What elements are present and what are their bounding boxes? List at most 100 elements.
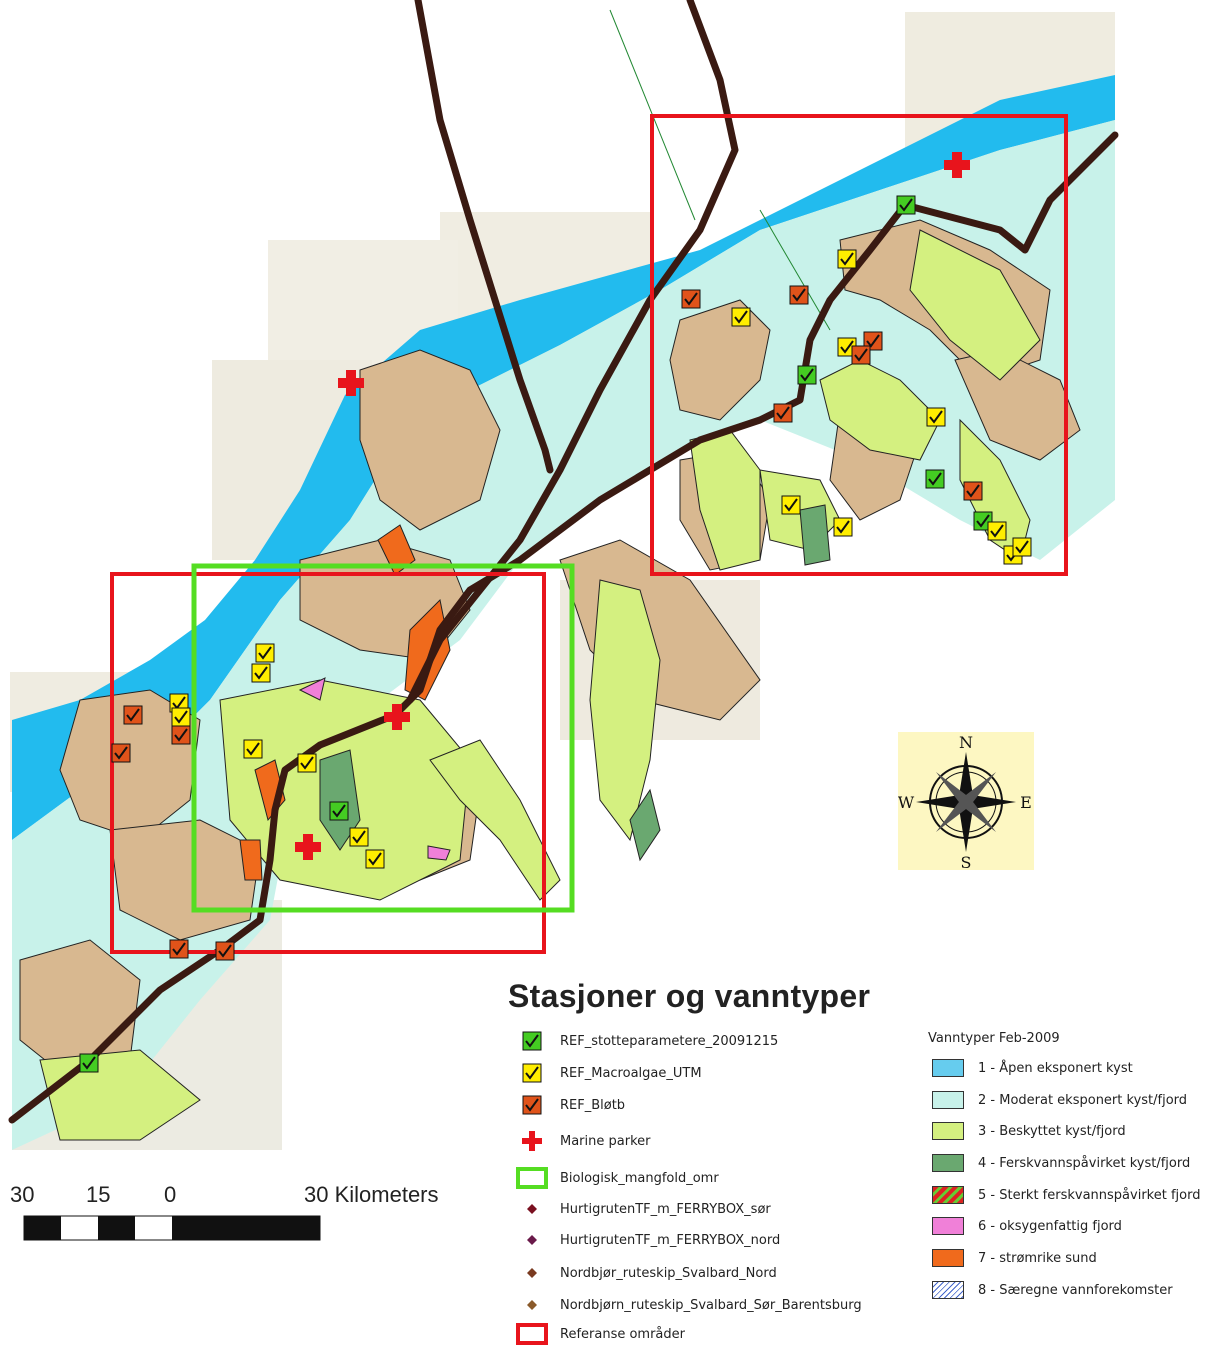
- yellow-check-icon: [365, 849, 385, 869]
- vanntype-label: 2 - Moderat eksponert kyst/fjord: [978, 1092, 1188, 1108]
- green-check-icon: [797, 365, 817, 385]
- legend-label: Nordbjørn_ruteskip_Svalbard_Sør_Barentsb…: [560, 1297, 862, 1313]
- yellow-check-icon: [297, 753, 317, 773]
- yellow-check-icon: [255, 643, 275, 663]
- red-cross-icon: [520, 1129, 544, 1153]
- legend-item: Referanse områder: [516, 1322, 685, 1346]
- green-station-markers: [79, 195, 993, 1073]
- yellow-check-icon: [349, 827, 369, 847]
- orange-check-icon: [851, 345, 871, 365]
- compass-rose: N S E W: [898, 732, 1034, 872]
- legend-item: Marine parker: [520, 1129, 650, 1153]
- reference-area-south: [110, 572, 546, 954]
- orange-check-icon: [215, 941, 235, 961]
- yellow-check-icon: [781, 495, 801, 515]
- legend-label: Biologisk_mangfold_omr: [560, 1170, 719, 1186]
- dark-red-diamond-icon: [520, 1197, 544, 1221]
- vanntype-swatch: [932, 1217, 964, 1235]
- reference-area-north: [650, 114, 1068, 576]
- vanntype-swatch: [932, 1091, 964, 1109]
- scale-bar: [23, 1215, 321, 1241]
- vanntype-swatch: [932, 1059, 964, 1077]
- yellow-check-icon: [833, 517, 853, 537]
- orange-check-icon: [963, 481, 983, 501]
- vanntype-item: 2 - Moderat eksponert kyst/fjord: [932, 1088, 1187, 1112]
- legend-item: Nordbjørn_ruteskip_Svalbard_Sør_Barentsb…: [520, 1293, 862, 1317]
- scale-label-0: 0: [164, 1182, 177, 1207]
- marine-park-cross-icon: [944, 152, 970, 178]
- legend-label: REF_stotteparametere_20091215: [560, 1033, 779, 1049]
- yellow-check-icon: [987, 521, 1007, 541]
- vanntype-label: 8 - Særegne vannforekomster: [978, 1282, 1173, 1298]
- green-check-icon: [520, 1029, 544, 1053]
- red-outline-rect-icon: [516, 1322, 548, 1346]
- orange-check-icon: [773, 403, 793, 423]
- vanntype-swatch: [932, 1281, 964, 1299]
- vanntype-label: 5 - Sterkt ferskvannspåvirket fjord: [978, 1187, 1201, 1203]
- legend-label: REF_Bløtb: [560, 1097, 626, 1113]
- legend-item: REF_stotteparametere_20091215: [520, 1029, 778, 1053]
- green-check-icon: [329, 801, 349, 821]
- compass-west-label: W: [898, 793, 915, 812]
- vanntype-item: 5 - Sterkt ferskvannspåvirket fjord: [932, 1183, 1200, 1207]
- vanntype-swatch: [932, 1249, 964, 1267]
- vanntype-label: 1 - Åpen eksponert kyst: [978, 1060, 1133, 1076]
- vanntype-item: 3 - Beskyttet kyst/fjord: [932, 1119, 1126, 1143]
- vanntype-label: 4 - Ferskvannspåvirket kyst/fjord: [978, 1155, 1191, 1171]
- compass-south-label: S: [961, 853, 972, 870]
- scale-label-15: 15: [86, 1182, 111, 1207]
- orange-check-icon: [123, 705, 143, 725]
- compass-north-label: N: [959, 733, 973, 752]
- yellow-check-icon: [243, 739, 263, 759]
- scale-label-30-km: 30 Kilometers: [304, 1182, 439, 1207]
- orange-check-icon: [111, 743, 131, 763]
- marine-park-cross-icon: [384, 704, 410, 730]
- orange-check-icon: [789, 285, 809, 305]
- legend-item: HurtigrutenTF_m_FERRYBOX_sør: [520, 1197, 771, 1221]
- legend-item: Biologisk_mangfold_omr: [516, 1166, 719, 1190]
- light-brown-diamond-icon: [520, 1293, 544, 1317]
- vanntype-item: 7 - strømrike sund: [932, 1246, 1097, 1270]
- yellow-check-icon: [171, 707, 191, 727]
- green-check-icon: [925, 469, 945, 489]
- vanntype-item: 6 - oksygenfattig fjord: [932, 1214, 1122, 1238]
- legend-item: HurtigrutenTF_m_FERRYBOX_nord: [520, 1228, 780, 1252]
- vanntype-label: 3 - Beskyttet kyst/fjord: [978, 1123, 1126, 1139]
- legend-label: Nordbjør_ruteskip_Svalbard_Nord: [560, 1265, 777, 1281]
- legend-item: Nordbjør_ruteskip_Svalbard_Nord: [520, 1261, 777, 1285]
- yellow-check-icon: [1012, 537, 1032, 557]
- yellow-check-icon: [251, 663, 271, 683]
- legend-label: HurtigrutenTF_m_FERRYBOX_nord: [560, 1232, 781, 1248]
- oxygen-poor-fjords: [298, 677, 451, 861]
- orange-station-markers: [111, 285, 983, 961]
- vanntype-swatch: [932, 1154, 964, 1172]
- compass-rose-icon: N S E W: [898, 733, 1032, 872]
- green-check-icon: [896, 195, 916, 215]
- yellow-check-icon: [520, 1061, 544, 1085]
- legend-title: Stasjoner og vanntyper: [508, 978, 871, 1014]
- orange-check-icon: [169, 939, 189, 959]
- legend-label: HurtigrutenTF_m_FERRYBOX_sør: [560, 1201, 771, 1217]
- yellow-check-icon: [926, 407, 946, 427]
- orange-check-icon: [681, 289, 701, 309]
- freshwater-areas: [319, 504, 831, 862]
- marine-park-cross-icon: [338, 370, 364, 396]
- vanntype-item: 8 - Særegne vannforekomster: [932, 1278, 1173, 1302]
- biodiversity-area: [191, 563, 575, 913]
- orange-check-icon: [520, 1093, 544, 1117]
- vanntype-item: 1 - Åpen eksponert kyst: [932, 1056, 1133, 1080]
- vanntype-label: 6 - oksygenfattig fjord: [978, 1218, 1122, 1234]
- orange-check-icon: [171, 725, 191, 745]
- vanntype-swatch: [932, 1186, 964, 1204]
- compass-east-label: E: [1020, 793, 1032, 812]
- legend-label: REF_Macroalgae_UTM: [560, 1065, 702, 1081]
- green-outline-rect-icon: [516, 1166, 548, 1190]
- purple-diamond-icon: [520, 1228, 544, 1252]
- vanntype-label: 7 - strømrike sund: [978, 1250, 1097, 1266]
- yellow-station-markers: [169, 249, 1032, 869]
- green-check-icon: [79, 1053, 99, 1073]
- legend-item: REF_Bløtb: [520, 1093, 625, 1117]
- vanntyper-title: Vanntyper Feb-2009: [928, 1031, 1060, 1046]
- marine-park-markers: [295, 152, 970, 860]
